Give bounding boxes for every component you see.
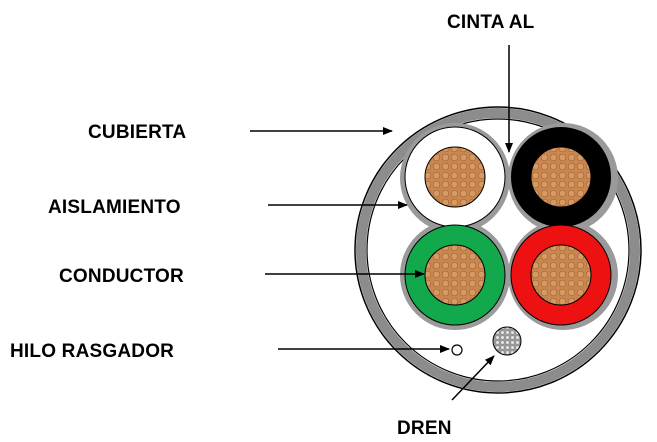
label-dren: DREN (397, 418, 452, 439)
jacket-ring (356, 108, 640, 392)
conductor-white (404, 126, 506, 228)
copper-core (530, 244, 592, 306)
arrow-dren (451, 355, 495, 401)
copper-core (424, 244, 486, 306)
label-cubierta: CUBIERTA (88, 122, 186, 143)
conductor-red (510, 224, 612, 326)
label-aislamiento: AISLAMIENTO (48, 197, 181, 218)
conductor-black (511, 127, 611, 227)
drain-wire (492, 326, 522, 356)
copper-core (530, 146, 592, 208)
label-conductor: CONDUCTOR (59, 266, 184, 287)
label-cinta-al: CINTA AL (447, 12, 535, 33)
leader-arrows (250, 45, 513, 401)
conductor-green (404, 224, 506, 326)
rip-cord (451, 344, 463, 356)
label-hilo-rasgador: HILO RASGADOR (10, 341, 174, 362)
copper-core (424, 146, 486, 208)
